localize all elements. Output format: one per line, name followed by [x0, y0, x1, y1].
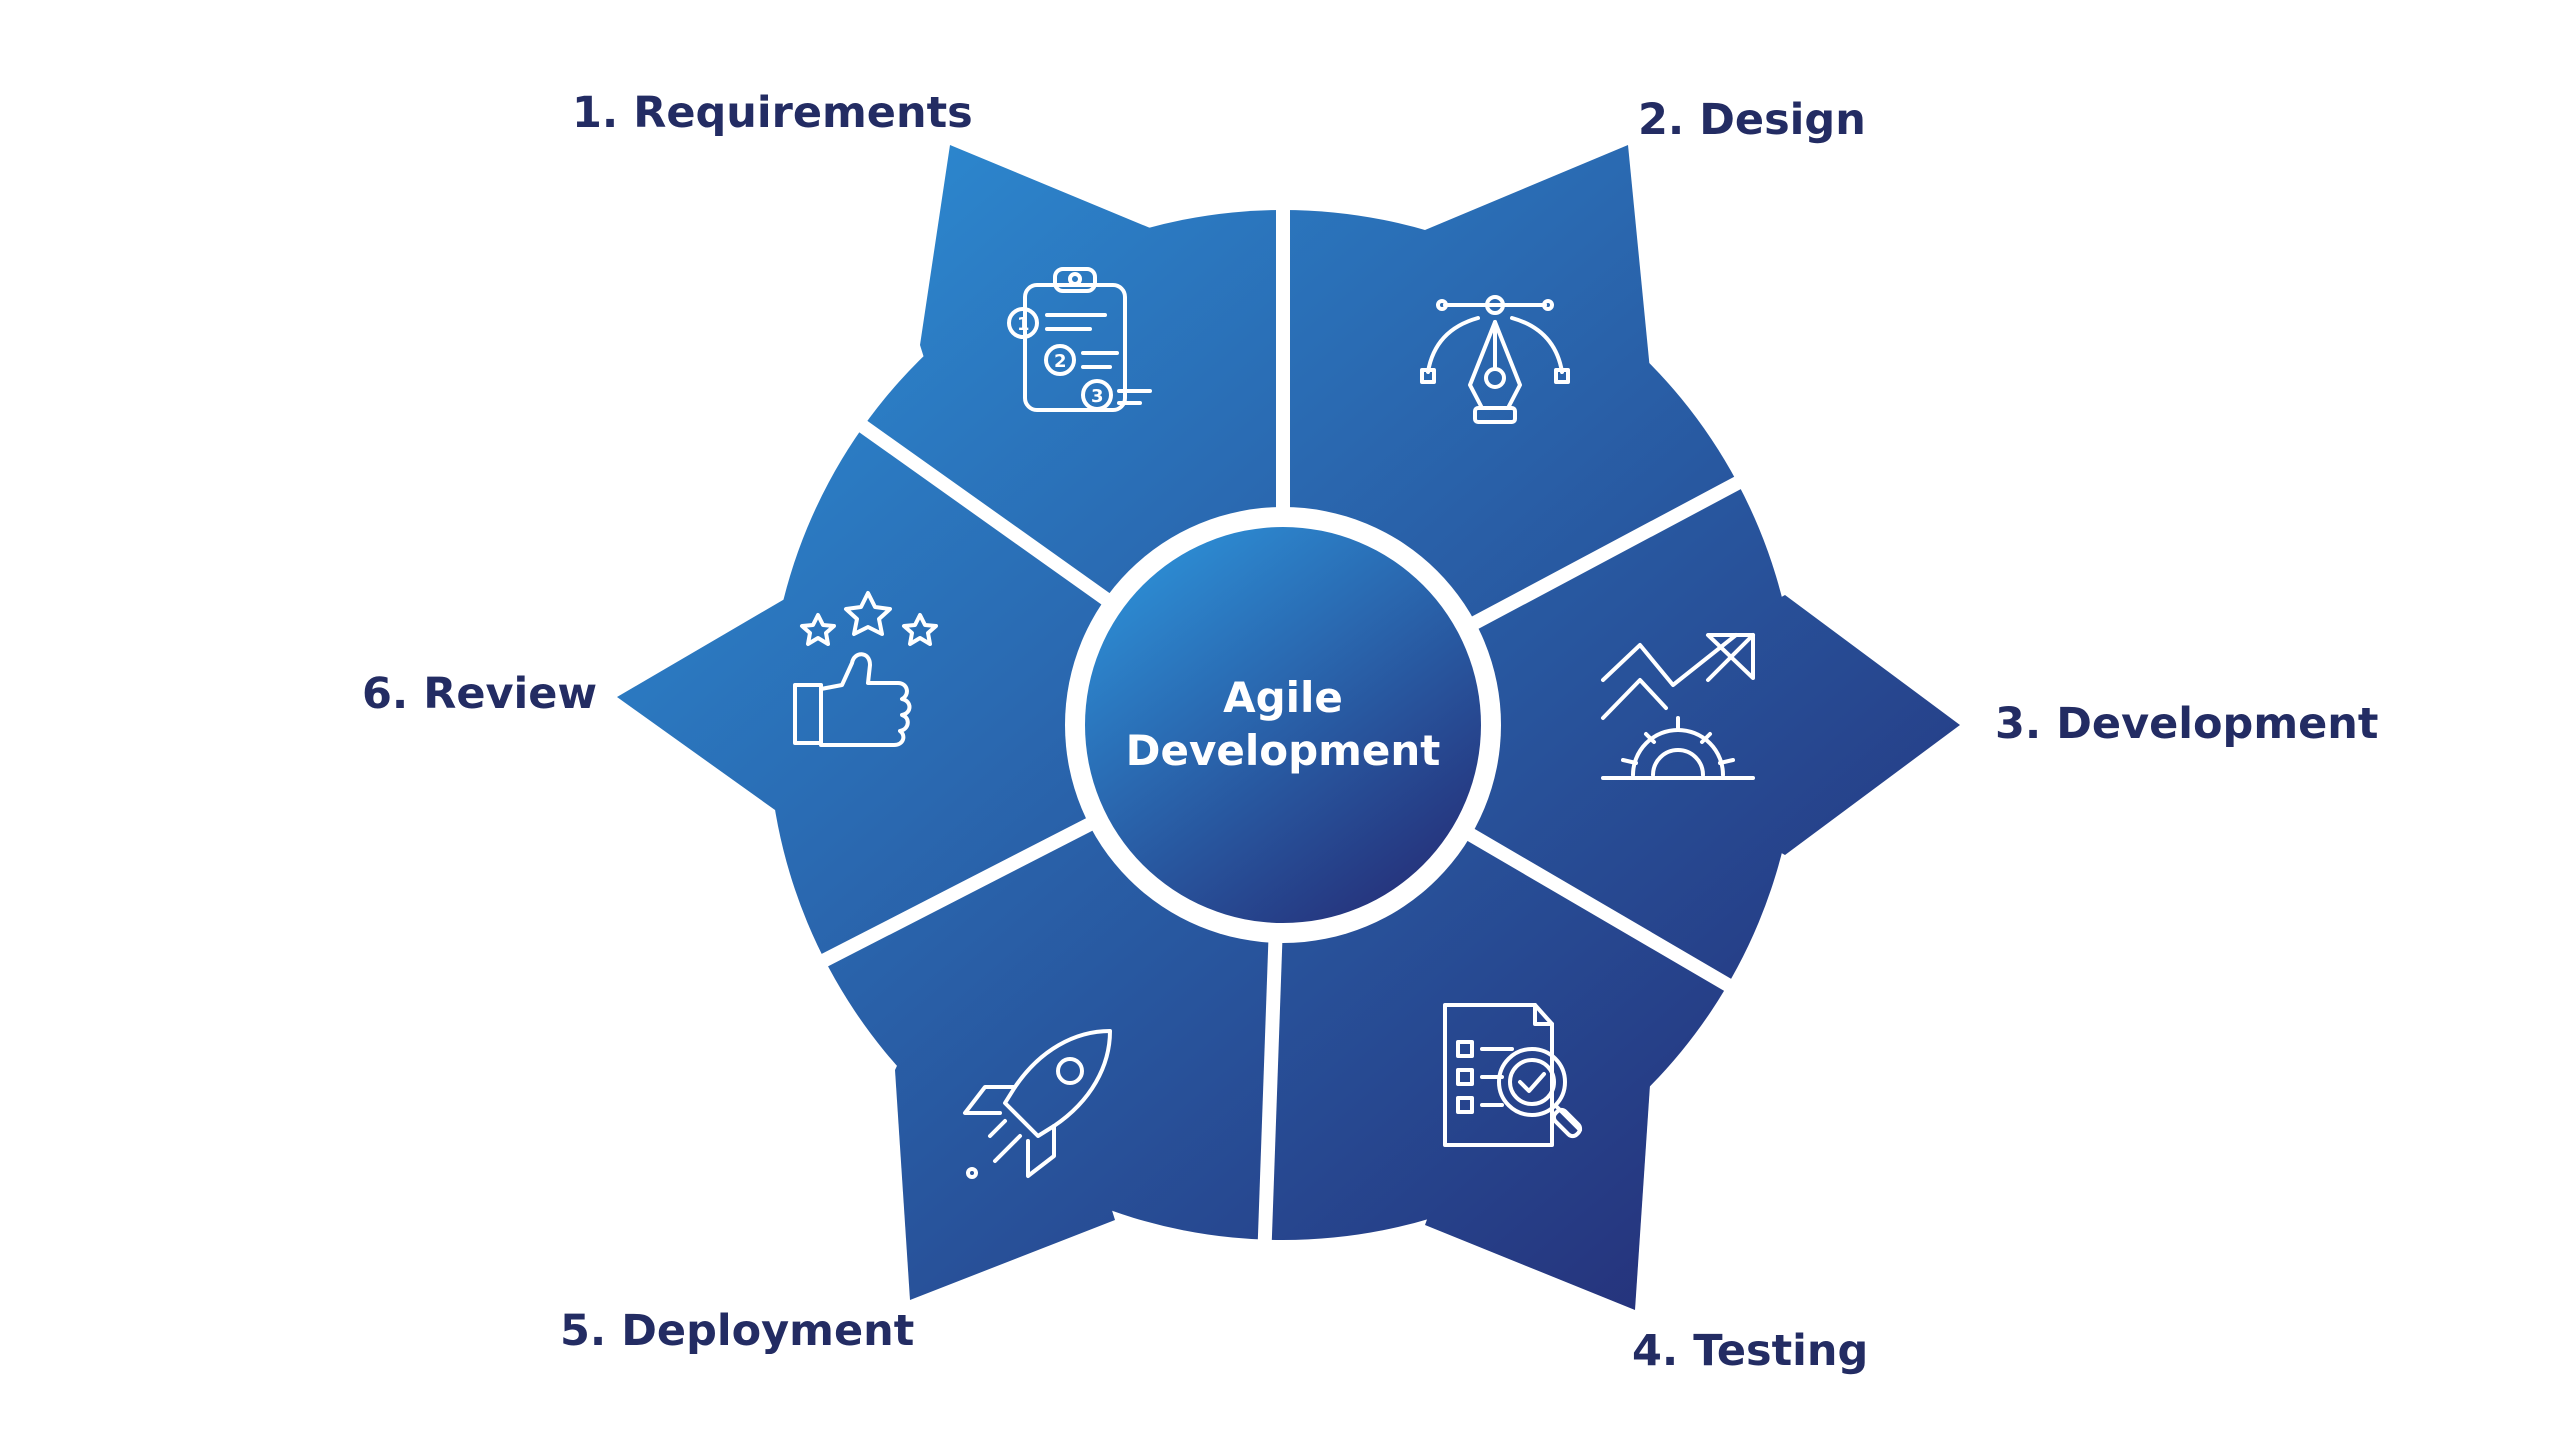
pen-tool-icon — [1420, 295, 1570, 424]
label-design: 2. Design — [1638, 95, 1866, 145]
star-point-deployment — [895, 850, 1115, 1300]
clipboard-checklist-icon: 1 2 3 — [1007, 267, 1152, 412]
label-deployment: 5. Deployment — [560, 1306, 914, 1356]
center-title-line1: Agile — [1223, 673, 1343, 722]
label-development: 3. Development — [1995, 699, 2378, 749]
document-magnifier-icon — [1443, 1003, 1583, 1147]
star-point-review — [617, 555, 1000, 810]
star-point-design — [1425, 145, 1650, 600]
rocket-icon — [963, 1029, 1112, 1179]
thumbs-up-stars-icon — [793, 591, 938, 747]
gear-growth-arrow-icon — [1601, 633, 1755, 780]
phase-labels: 1. Requirements 2. Design 3. Development… — [362, 88, 2378, 1376]
star-point-requirements — [920, 145, 1155, 600]
svg-text:1: 1 — [1017, 314, 1030, 335]
center-hub: Agile Development — [1065, 507, 1501, 943]
center-title-line2: Development — [1126, 726, 1441, 775]
svg-text:3: 3 — [1091, 386, 1104, 407]
label-testing: 4. Testing — [1632, 1326, 1868, 1376]
star-point-development — [1550, 595, 1960, 855]
svg-text:2: 2 — [1054, 351, 1067, 372]
hub-disc — [1085, 527, 1481, 923]
label-requirements: 1. Requirements — [572, 88, 973, 138]
label-review: 6. Review — [362, 669, 597, 719]
